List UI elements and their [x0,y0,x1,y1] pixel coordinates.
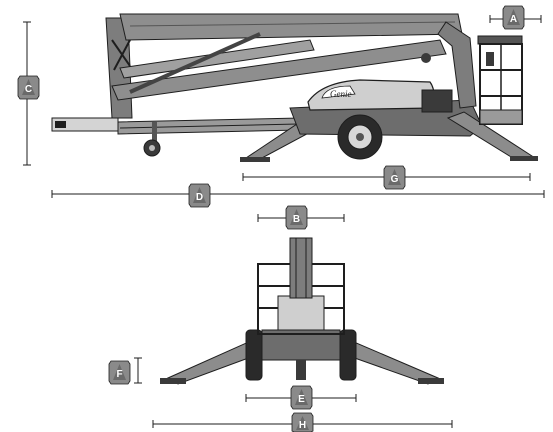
side-view: Genie [51,13,538,162]
platform-basket [477,35,523,125]
dimension-badge-c: C [17,75,40,100]
towbar [51,117,301,135]
outrigger-pad [240,157,270,162]
dimension-label-d: D [196,192,203,203]
main-wheel [337,114,383,160]
front-view [160,237,444,385]
dimension-badge-a: A [502,5,525,30]
dimension-badge-h: H [291,412,314,432]
dimension-label-f: F [116,369,122,380]
front-wheel-right [339,329,357,381]
front-mast [289,237,313,299]
front-basket [257,263,345,335]
turntable: Genie [307,79,453,113]
dimension-badge-g: G [383,165,406,190]
boom-assembly [105,13,477,119]
front-wheel-left [245,329,263,381]
dimension-label-g: G [391,174,399,185]
dimension-badge-d: D [188,183,211,208]
dimension-badge-e: E [290,385,313,410]
dimension-label-a: A [510,14,517,25]
dimension-badge-b: B [285,205,308,230]
jockey-wheel [143,122,161,157]
dimension-label-b: B [293,214,300,225]
dimension-badge-f: F [108,360,131,385]
brand-logo: Genie [330,89,352,99]
dimension-label-e: E [298,394,305,405]
dimension-label-c: C [25,84,32,95]
dimension-label-h: H [299,420,306,431]
